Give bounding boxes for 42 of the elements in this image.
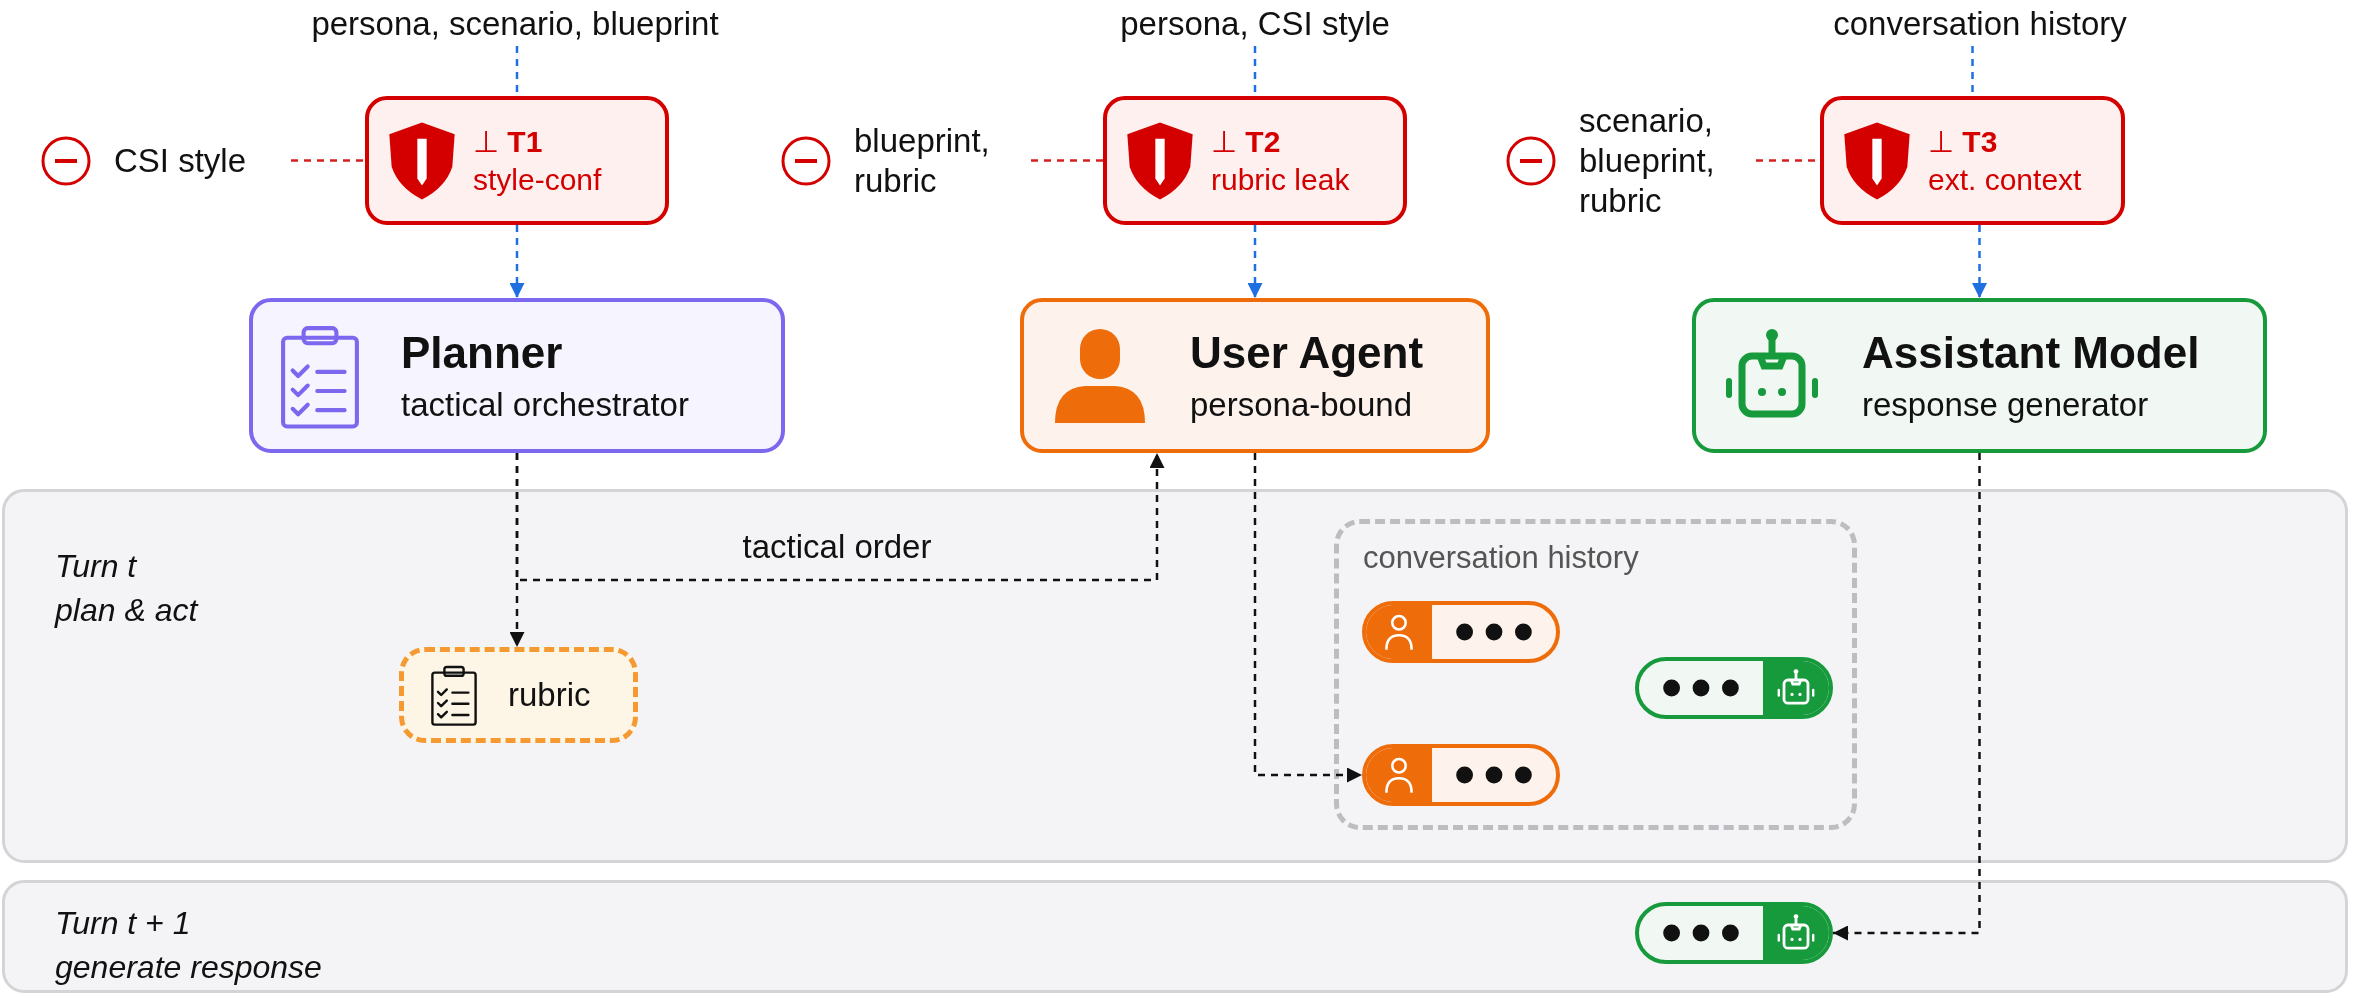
planner-box (249, 298, 785, 453)
phase-description: plan & act (55, 591, 198, 630)
artifact-label: rubric (508, 676, 591, 714)
dashed-connector (291, 159, 365, 162)
dashed-arrow (509, 225, 525, 298)
history-container (1334, 519, 1857, 830)
rubric-card (399, 647, 638, 743)
container-label: conversation history (1363, 540, 1639, 576)
dashed-arrow (1833, 453, 1981, 941)
assistant-model-box (1692, 298, 2267, 453)
guard-box (1820, 96, 2125, 225)
agent-title: Planner (401, 326, 564, 379)
dashed-arrow (1247, 225, 1263, 298)
input-label: conversation history (1833, 2, 2127, 46)
guard-description: ext. context (1928, 161, 2082, 198)
phase-band (2, 880, 2348, 993)
phase-band (2, 489, 2348, 863)
excluded-input-label: blueprint, rubric (854, 121, 991, 201)
agent-subtitle: response generator (1862, 384, 2150, 425)
guard-description: style-conf (473, 161, 602, 198)
excluded-input-label: CSI style (114, 141, 248, 181)
excluded-input-label: scenario, blueprint, rubric (1579, 101, 1716, 221)
dashed-connector (1031, 159, 1103, 162)
guard-id: ⊥ T1 (473, 123, 544, 160)
agent-subtitle: persona-bound (1190, 384, 1413, 425)
guard-box (1103, 96, 1407, 225)
phase-label: Turn t + 1 (55, 904, 192, 943)
phase-description: generate response (55, 948, 322, 987)
guard-box (365, 96, 669, 225)
agent-title: User Agent (1190, 326, 1424, 379)
phase-label: Turn t (55, 547, 138, 586)
input-label: persona, scenario, blueprint (311, 2, 719, 46)
guard-id: ⊥ T3 (1928, 123, 1999, 160)
dashed-arrow (1253, 453, 1362, 783)
guard-id: ⊥ T2 (1211, 123, 1282, 160)
guard-description: rubric leak (1211, 161, 1350, 198)
dashed-arrow (1972, 225, 1987, 298)
input-label: persona, CSI style (1120, 2, 1390, 46)
agent-title: Assistant Model (1862, 326, 2200, 379)
agent-subtitle: tactical orchestrator (401, 384, 689, 425)
dashed-arrow (515, 453, 1165, 582)
user-agent-box (1020, 298, 1490, 453)
